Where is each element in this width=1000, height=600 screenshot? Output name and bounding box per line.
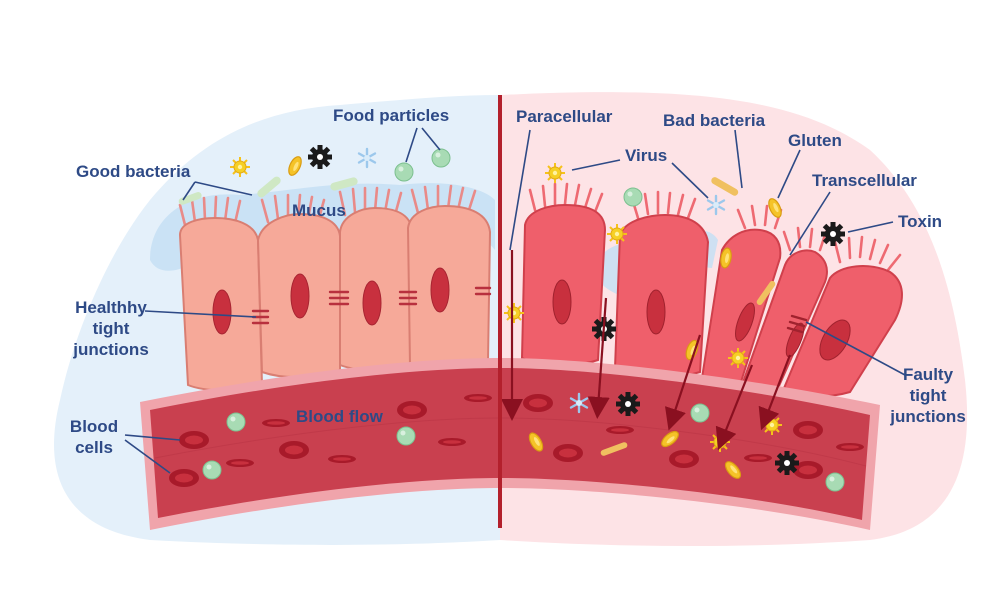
blood-cells-line-1: Blood <box>69 417 119 436</box>
bad-bacteria <box>711 177 776 306</box>
faulty-tj-line-1: Faulty <box>902 365 954 384</box>
bad-bacteria-label: Bad bacteria <box>663 111 766 130</box>
paracellular-label: Paracellular <box>516 107 613 126</box>
virus-label: Virus <box>625 146 668 165</box>
toxin-label: Toxin <box>898 212 943 231</box>
healthy-tj-line-2: tight <box>92 319 130 338</box>
healthy-tj-line-3: junctions <box>73 340 149 359</box>
good-bacteria-label: Good bacteria <box>76 162 191 181</box>
faulty-tight-junctions-label: Faulty tight junctions <box>886 364 970 427</box>
damaged-epithelium <box>520 177 903 398</box>
good-bacteria <box>178 176 358 205</box>
faulty-tj-line-2: tight <box>909 386 947 405</box>
blood-cells-label: Blood cells <box>66 416 122 458</box>
healthy-tight-junctions-label: Healthhy tight junctions <box>66 297 156 360</box>
faulty-tight-junctions <box>786 314 808 334</box>
gluten-label: Gluten <box>788 131 842 150</box>
food-particles-label: Food particles <box>333 106 450 125</box>
transcellular-label: Transcellular <box>812 171 917 190</box>
blood-vessel <box>140 358 880 530</box>
leader-lines <box>124 127 906 474</box>
faulty-tj-line-3: junctions <box>890 407 966 426</box>
transport-arrows <box>501 250 792 451</box>
healthy-tj-line-1: Healthhy <box>75 298 147 317</box>
mucus-label: Mucus <box>292 201 346 220</box>
blood-flow-label: Blood flow <box>296 407 383 426</box>
blood-cells-line-2: cells <box>75 438 113 457</box>
